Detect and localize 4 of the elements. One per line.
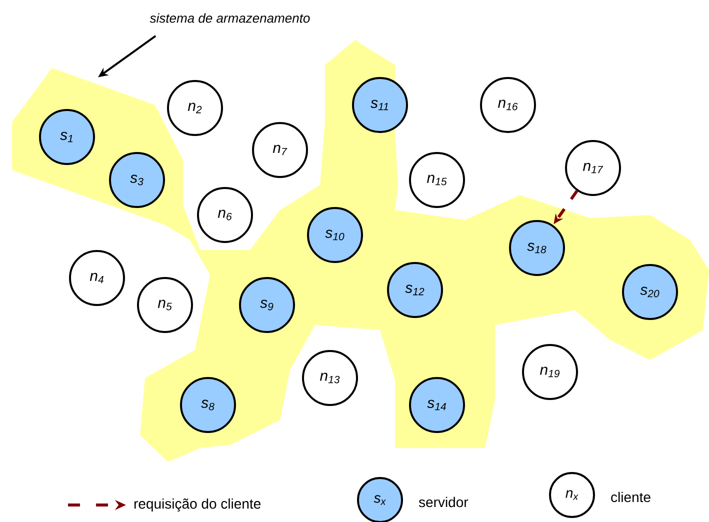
legend-text: servidor [418, 496, 468, 508]
region-label: sistema de armazenamento [150, 13, 310, 23]
legend-text: requisição do cliente [134, 498, 261, 512]
legend-text: cliente [611, 492, 650, 502]
